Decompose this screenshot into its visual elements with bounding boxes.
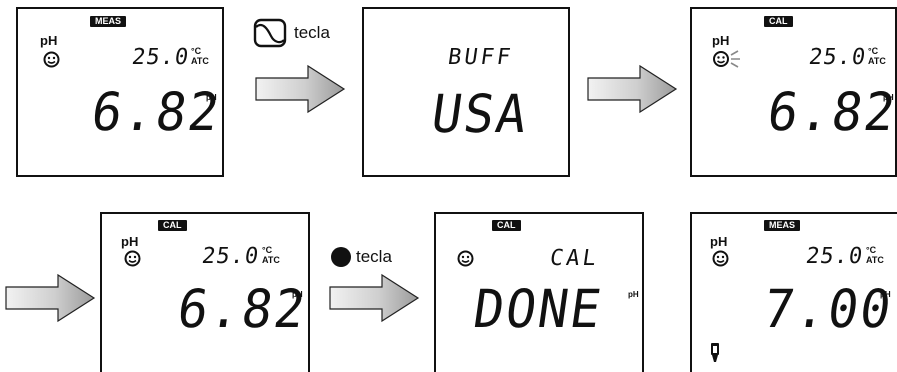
lcd-panel-step4: CAL pH 25.0 °C ATC 6.82 pH (100, 212, 311, 372)
cal-badge: CAL (492, 220, 521, 231)
arrow-right-icon (5, 273, 96, 323)
lcd-panel-step6: MEAS pH 25.0 °C ATC 7.00 pH (690, 212, 897, 372)
curved-line-key-icon (253, 18, 287, 48)
cal-status-label: CAL (548, 246, 601, 271)
smiley-blinking-icon (713, 50, 740, 68)
ph-value-readout: 6.82 (87, 81, 225, 143)
temperature-unit: °C (191, 46, 202, 56)
ph-unit: pH (206, 93, 217, 102)
temperature-readout: 25.0 (804, 244, 865, 269)
arrow-right-icon (329, 273, 420, 323)
ph-label: pH (121, 234, 139, 249)
atc-label: ATC (866, 255, 884, 265)
cal-badge: CAL (158, 220, 187, 231)
key-label: tecla (356, 247, 392, 266)
ph-value-readout: 6.82 (763, 81, 897, 143)
meas-badge: MEAS (90, 16, 127, 27)
smiley-icon (124, 250, 141, 267)
arrow-right-icon (255, 64, 346, 114)
temperature-readout: 25.0 (130, 45, 191, 70)
smiley-icon (43, 51, 60, 68)
electrode-icon (711, 343, 719, 362)
smiley-icon (457, 250, 474, 267)
ph-value-readout: 6.82 (173, 278, 311, 340)
lcd-panel-step1: MEAS pH 25.0 °C ATC 6.82 pH (16, 7, 225, 177)
ph-label: pH (710, 234, 728, 249)
atc-label: ATC (191, 56, 209, 66)
temperature-unit: °C (262, 245, 273, 255)
done-readout: DONE (469, 278, 607, 340)
atc-label: ATC (868, 56, 886, 66)
ph-value-readout: 7.00 (759, 278, 897, 340)
filled-circle-key-icon (331, 247, 351, 267)
meas-badge: MEAS (764, 220, 801, 231)
smiley-icon (712, 250, 729, 267)
temperature-unit: °C (868, 46, 879, 56)
key-label: tecla (294, 23, 330, 42)
ph-unit: pH (883, 93, 894, 102)
temperature-readout: 25.0 (200, 244, 261, 269)
ph-unit: pH (292, 290, 303, 299)
arrow-right-icon (587, 64, 678, 114)
buffer-label: BUFF (446, 45, 515, 70)
cal-badge: CAL (764, 16, 793, 27)
lcd-panel-step3: CAL pH 25.0 °C ATC 6.82 pH (690, 7, 897, 177)
lcd-panel-step2: BUFF USA (362, 7, 570, 177)
ph-unit: pH (628, 290, 639, 299)
ph-label: pH (712, 33, 730, 48)
buffer-set-readout: USA (427, 83, 533, 145)
atc-label: ATC (262, 255, 280, 265)
ph-unit: pH (880, 290, 891, 299)
lcd-panel-step5: CAL CAL DONE pH (434, 212, 644, 372)
temperature-readout: 25.0 (807, 45, 868, 70)
temperature-unit: °C (866, 245, 877, 255)
ph-label: pH (40, 33, 58, 48)
